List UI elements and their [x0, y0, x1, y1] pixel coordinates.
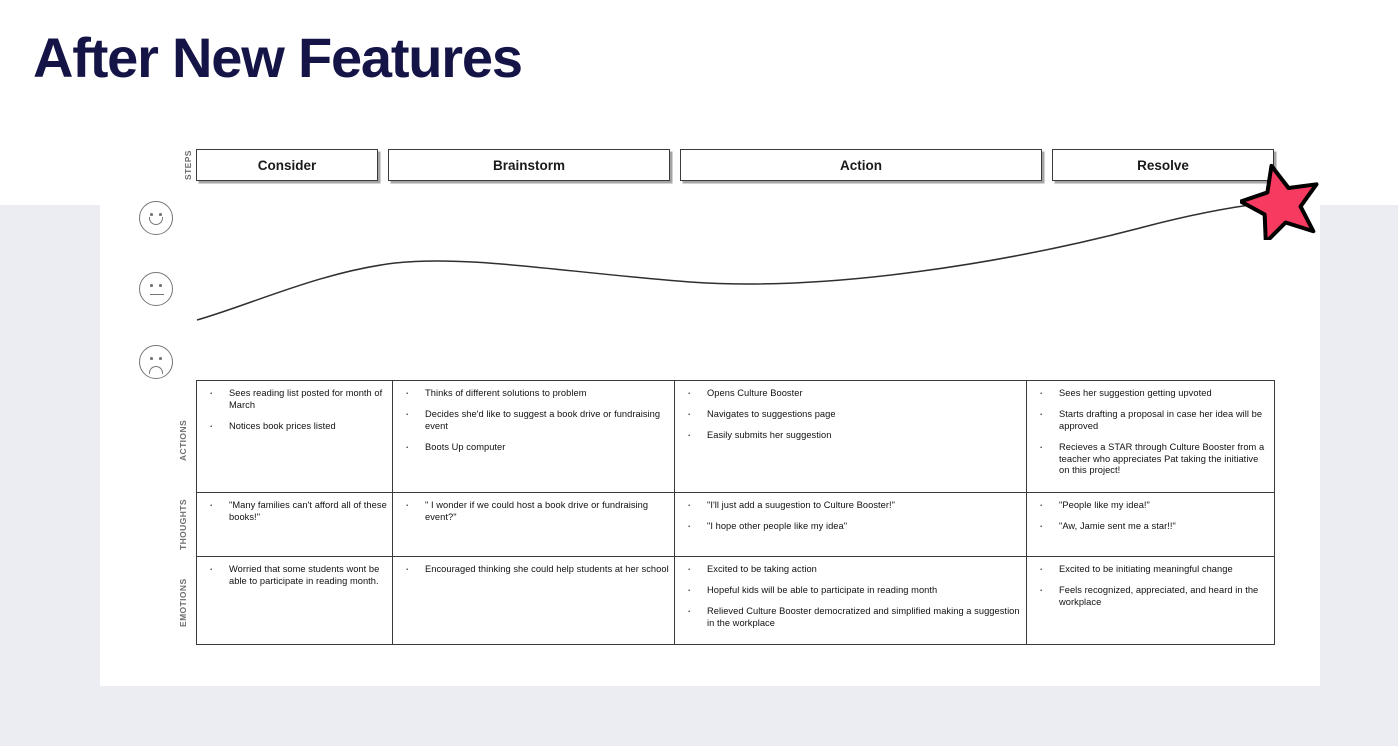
cell-actions-action[interactable]: Opens Culture BoosterNavigates to sugges… [674, 380, 1027, 493]
cell-emotions-consider[interactable]: Worried that some students wont be able … [196, 556, 393, 645]
neutral-face-icon [139, 272, 173, 306]
list-item: "People like my idea!" [1031, 498, 1270, 512]
list-actions-action: Opens Culture BoosterNavigates to sugges… [679, 386, 1022, 442]
list-actions-resolve: Sees her suggestion getting upvotedStart… [1031, 386, 1270, 478]
cell-actions-consider[interactable]: Sees reading list posted for month of Ma… [196, 380, 393, 493]
list-item: Boots Up computer [397, 440, 670, 454]
list-emotions-resolve: Excited to be initiating meaningful chan… [1031, 562, 1270, 609]
list-item: Hopeful kids will be able to participate… [679, 583, 1022, 597]
list-actions-brainstorm: Thinks of different solutions to problem… [397, 386, 670, 454]
list-item: Worried that some students wont be able … [201, 562, 388, 588]
steps-header-row: Consider Brainstorm Action Resolve [196, 149, 1274, 181]
list-emotions-action: Excited to be taking actionHopeful kids … [679, 562, 1022, 630]
list-item: Opens Culture Booster [679, 386, 1022, 400]
axis-label-steps: STEPS [183, 150, 193, 180]
list-item: "I'll just add a suugestion to Culture B… [679, 498, 1022, 512]
table-row-thoughts: "Many families can't afford all of these… [196, 492, 1275, 557]
cell-emotions-brainstorm[interactable]: Encouraged thinking she could help stude… [392, 556, 675, 645]
cell-emotions-action[interactable]: Excited to be taking actionHopeful kids … [674, 556, 1027, 645]
list-thoughts-resolve: "People like my idea!" "Aw, Jamie sent me… [1031, 498, 1270, 533]
list-thoughts-consider: "Many families can't afford all of these… [201, 498, 388, 524]
list-item: Encouraged thinking she could help stude… [397, 562, 670, 576]
list-item: Decides she'd like to suggest a book dri… [397, 407, 670, 433]
list-thoughts-brainstorm: " I wonder if we could host a book drive… [397, 498, 670, 524]
list-item: "Many families can't afford all of these… [201, 498, 388, 524]
cell-emotions-resolve[interactable]: Excited to be initiating meaningful chan… [1026, 556, 1275, 645]
list-item: Sees her suggestion getting upvoted [1031, 386, 1270, 400]
list-item: Thinks of different solutions to problem [397, 386, 670, 400]
journey-map-table: Sees reading list posted for month of Ma… [196, 380, 1275, 645]
list-item: "I hope other people like my idea" [679, 519, 1022, 533]
page-title: After New Features [33, 26, 523, 89]
sad-face-icon [139, 345, 173, 379]
cell-thoughts-brainstorm[interactable]: " I wonder if we could host a book drive… [392, 492, 675, 557]
list-item: Recieves a STAR through Culture Booster … [1031, 440, 1270, 478]
list-item: " I wonder if we could host a book drive… [397, 498, 670, 524]
cell-thoughts-action[interactable]: "I'll just add a suugestion to Culture B… [674, 492, 1027, 557]
step-box-action[interactable]: Action [680, 149, 1042, 181]
axis-label-actions: ACTIONS [178, 419, 188, 461]
list-item: Starts drafting a proposal in case her i… [1031, 407, 1270, 433]
star-icon [1240, 163, 1319, 240]
cell-actions-brainstorm[interactable]: Thinks of different solutions to problem… [392, 380, 675, 493]
step-box-resolve[interactable]: Resolve [1052, 149, 1274, 181]
list-item: Relieved Culture Booster democratized an… [679, 604, 1022, 630]
list-item: Excited to be taking action [679, 562, 1022, 576]
axis-label-emotions: EMOTIONS [178, 578, 188, 628]
list-item: Sees reading list posted for month of Ma… [201, 386, 388, 412]
list-item: Navigates to suggestions page [679, 407, 1022, 421]
list-thoughts-action: "I'll just add a suugestion to Culture B… [679, 498, 1022, 533]
list-item: Easily submits her suggestion [679, 428, 1022, 442]
list-emotions-consider: Worried that some students wont be able … [201, 562, 388, 588]
cell-thoughts-consider[interactable]: "Many families can't afford all of these… [196, 492, 393, 557]
list-emotions-brainstorm: Encouraged thinking she could help stude… [397, 562, 670, 576]
table-row-emotions: Worried that some students wont be able … [196, 556, 1275, 645]
list-item: Feels recognized, appreciated, and heard… [1031, 583, 1270, 609]
list-actions-consider: Sees reading list posted for month of Ma… [201, 386, 388, 433]
axis-label-thoughts: THOUGHTS [178, 499, 188, 551]
list-item: Excited to be initiating meaningful chan… [1031, 562, 1270, 576]
list-item: Notices book prices listed [201, 419, 388, 433]
cell-actions-resolve[interactable]: Sees her suggestion getting upvotedStart… [1026, 380, 1275, 493]
cell-thoughts-resolve[interactable]: "People like my idea!" "Aw, Jamie sent me… [1026, 492, 1275, 557]
list-item: "Aw, Jamie sent me a star!!" [1031, 519, 1270, 533]
table-row-actions: Sees reading list posted for month of Ma… [196, 380, 1275, 493]
happy-face-icon [139, 201, 173, 235]
step-box-brainstorm[interactable]: Brainstorm [388, 149, 670, 181]
step-box-consider[interactable]: Consider [196, 149, 378, 181]
